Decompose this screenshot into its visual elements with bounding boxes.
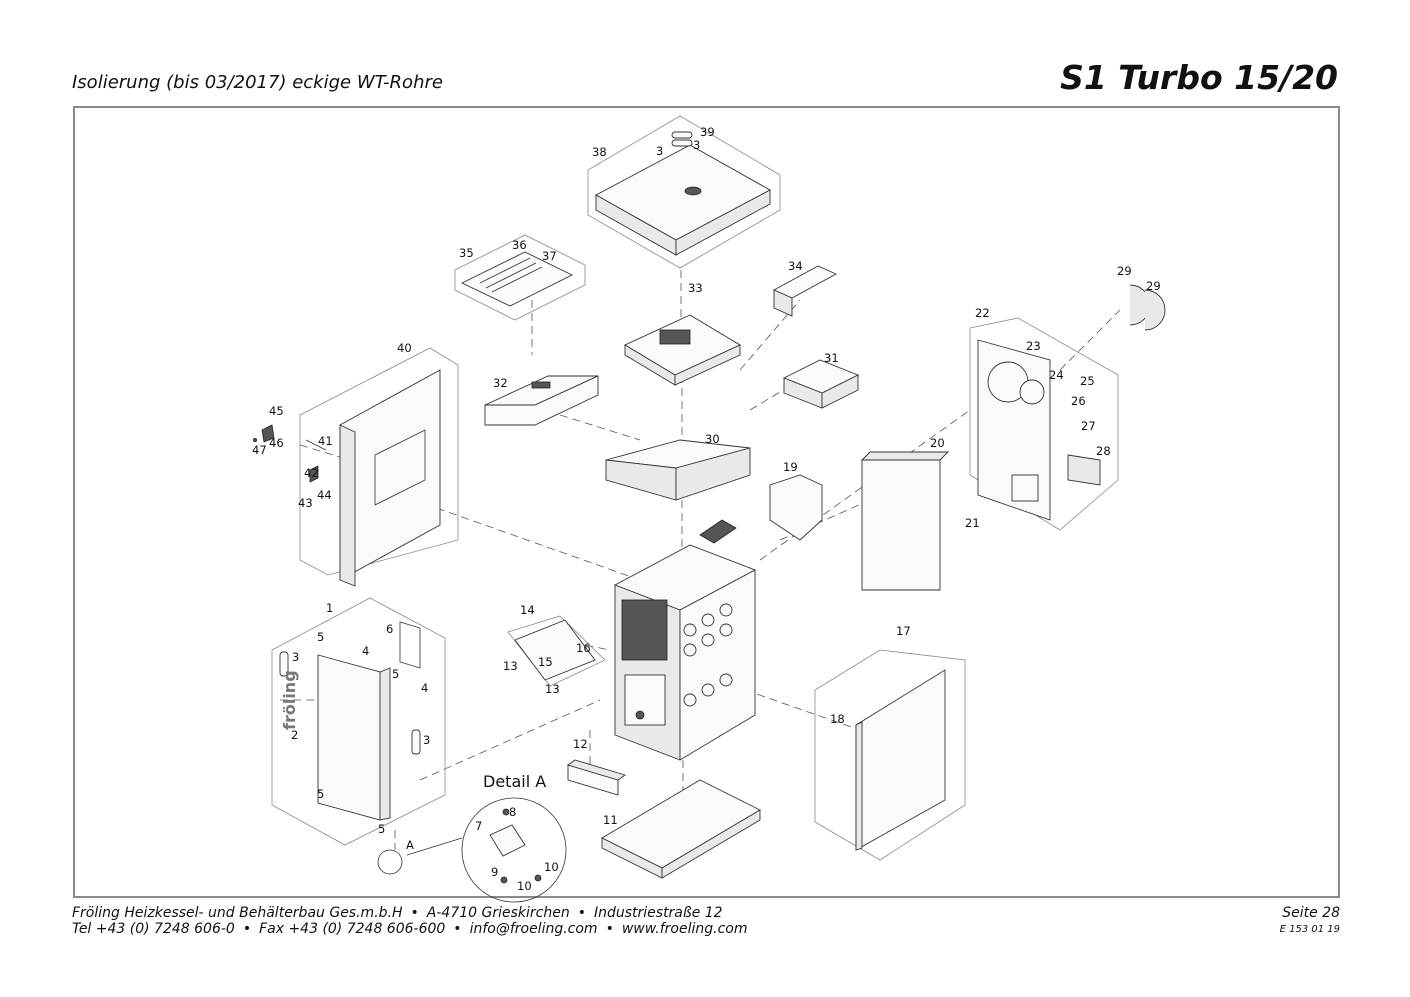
footer-street: Industriestraße 12	[593, 905, 723, 921]
part-32-insulation	[484, 375, 599, 426]
footer-line-2: Tel +43 (0) 7248 606-0•Fax +43 (0) 7248 …	[72, 921, 748, 937]
part-label: 45	[269, 404, 284, 418]
part-label: 12	[573, 737, 588, 751]
parts-41-47-hardware	[252, 424, 327, 483]
part-label: 13	[503, 659, 518, 673]
part-label: 5	[378, 822, 385, 836]
part-label: 22	[975, 306, 990, 320]
part-40-side-panel	[299, 347, 459, 587]
footer-tel: Tel +43 (0) 7248 606-0	[72, 921, 235, 937]
part-label: 44	[317, 488, 332, 502]
part-12-cover	[566, 759, 627, 796]
part-19-elbow	[769, 474, 823, 541]
part-label: 41	[318, 434, 333, 448]
part-label: 5	[392, 667, 399, 681]
part-label: 20	[930, 436, 945, 450]
part-label: 4	[421, 681, 428, 695]
part-34-duct	[772, 265, 838, 317]
part-35-panel	[454, 234, 586, 321]
part-label: 10	[517, 879, 532, 893]
part-22-back-panel	[969, 317, 1119, 531]
part-label: 42	[304, 466, 319, 480]
part-33-control-board	[624, 314, 741, 386]
document-title: S1 Turbo 15/20	[1060, 58, 1338, 97]
part-label: 3	[656, 144, 663, 158]
part-label: 18	[830, 712, 845, 726]
part-20-side-panel	[860, 451, 950, 591]
document-subtitle: Isolierung (bis 03/2017) eckige WT-Rohre	[72, 72, 443, 93]
part-label: 33	[688, 281, 703, 295]
part-label: 23	[1026, 339, 1041, 353]
part-label: 21	[965, 516, 980, 530]
part-label: 29	[1117, 264, 1132, 278]
part-label: 25	[1080, 374, 1095, 388]
part-label: 8	[509, 805, 516, 819]
part-number-labels: 1 2 3 3 3 3 4 4 5 5 5 5 6 7 8 9 10 10 11…	[252, 125, 1161, 893]
part-label: 34	[788, 259, 803, 273]
part-label: 19	[783, 460, 798, 474]
part-label: 5	[317, 630, 324, 644]
part-label: 3	[423, 733, 430, 747]
part-38-top-cover	[587, 115, 781, 269]
footer-email[interactable]: info@froeling.com	[469, 921, 598, 937]
part-label: 37	[542, 249, 557, 263]
part-label: 9	[491, 865, 498, 879]
part-label: 4	[362, 644, 369, 658]
part-label: 26	[1071, 394, 1086, 408]
part-30-insulation	[605, 439, 751, 501]
part-label: 2	[291, 728, 298, 742]
footer-company: Fröling Heizkessel- und Behälterbau Ges.…	[72, 905, 403, 921]
part-label: 40	[397, 341, 412, 355]
part-label: 31	[824, 351, 839, 365]
detail-a-callout	[377, 797, 567, 903]
part-1-door	[271, 597, 446, 846]
part-label: 32	[493, 376, 508, 390]
part-31-insulation	[782, 359, 860, 409]
detail-marker: A	[406, 838, 414, 852]
part-label: 6	[386, 622, 393, 636]
part-label: 3	[693, 138, 700, 152]
part-label: 28	[1096, 444, 1111, 458]
part-label: 38	[592, 145, 607, 159]
part-label: 3	[292, 650, 299, 664]
page-number: Seite 28	[1282, 905, 1340, 921]
part-label: 24	[1049, 368, 1064, 382]
part-label: 14	[520, 603, 535, 617]
part-label: 5	[317, 787, 324, 801]
part-label: 36	[512, 238, 527, 252]
part-label: 35	[459, 246, 474, 260]
part-label: 13	[545, 682, 560, 696]
part-label: 29	[1146, 279, 1161, 293]
footer-address: A-4710 Grieskirchen	[426, 905, 570, 921]
part-label: 15	[538, 655, 553, 669]
footer-fax: Fax +43 (0) 7248 606-600	[259, 921, 446, 937]
part-label: 30	[705, 432, 720, 446]
part-14-tray	[507, 615, 606, 687]
part-label: 11	[603, 813, 618, 827]
footer-line-1: Fröling Heizkessel- und Behälterbau Ges.…	[72, 905, 723, 921]
part-label: 27	[1081, 419, 1096, 433]
brand-mark: fröling	[280, 670, 299, 730]
part-label: 10	[544, 860, 559, 874]
part-label: 17	[896, 624, 911, 638]
part-label: 39	[700, 125, 715, 139]
part-29-rings	[1129, 284, 1166, 331]
boiler-body	[613, 519, 757, 761]
part-label: 47	[252, 443, 267, 457]
part-label: 16	[576, 641, 591, 655]
part-17-side-panel	[814, 649, 966, 861]
footer-web[interactable]: www.froeling.com	[621, 921, 748, 937]
part-11-base-plate	[601, 779, 761, 879]
drawing-frame	[73, 106, 1340, 898]
detail-label: Detail A	[483, 772, 546, 791]
part-label: 1	[326, 601, 333, 615]
part-label: 7	[475, 819, 482, 833]
part-label: 43	[298, 496, 313, 510]
document-number: E 153 01 19	[1279, 924, 1340, 935]
part-label: 46	[269, 436, 284, 450]
